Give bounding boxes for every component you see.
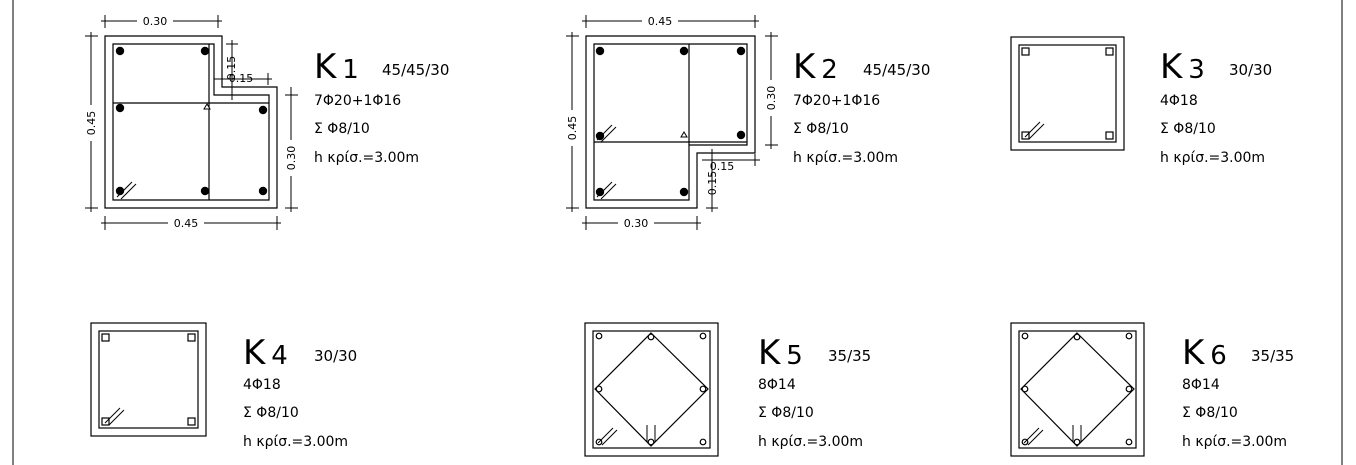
k5-stirrups: Σ Φ8/10 <box>758 405 814 421</box>
k2-dim-bottom: 0.30 <box>624 217 649 230</box>
k4-stirrups: Σ Φ8/10 <box>243 405 299 421</box>
k1-height: h κρίσ.=3.00m <box>314 150 419 166</box>
k2-dimensions: 0.45 0.30 0.45 0.30 0.15 0.15 <box>565 14 778 230</box>
k1-dim-notch-h: 0.15 <box>229 72 254 85</box>
k4-height: h κρίσ.=3.00m <box>243 434 348 450</box>
k1-dim-bottom: 0.45 <box>174 217 199 230</box>
k2-size: 45/45/30 <box>863 61 930 79</box>
k6-section <box>1010 322 1145 457</box>
k2-dim-notch-h: 0.15 <box>710 160 735 173</box>
k4-label: K <box>243 333 267 373</box>
k2-dim-right: 0.30 <box>765 86 778 111</box>
k5-label: K <box>758 333 782 373</box>
k2-dim-left: 0.45 <box>566 116 579 141</box>
k2-dim-top: 0.45 <box>648 15 673 28</box>
k2-number: 2 <box>821 55 838 85</box>
k4-bars: 4Φ18 <box>243 377 281 393</box>
k2-stirrups: Σ Φ8/10 <box>793 121 849 137</box>
k2-dim-notch-v: 0.15 <box>706 171 719 196</box>
k3-number: 3 <box>1188 55 1205 85</box>
k5-size: 35/35 <box>828 347 871 365</box>
k3-size: 30/30 <box>1229 61 1272 79</box>
k5-height: h κρίσ.=3.00m <box>758 434 863 450</box>
k2-label: K <box>793 47 817 87</box>
k1-section <box>104 35 278 209</box>
svg-text:K2: K2 <box>793 47 838 87</box>
svg-text:K1: K1 <box>314 47 359 87</box>
k6-number: 6 <box>1210 341 1227 371</box>
k6-height: h κρίσ.=3.00m <box>1182 434 1287 450</box>
k1-stirrups: Σ Φ8/10 <box>314 121 370 137</box>
k3-section <box>1010 36 1125 151</box>
k3-bars: 4Φ18 <box>1160 93 1198 109</box>
k3-height: h κρίσ.=3.00m <box>1160 150 1265 166</box>
k1-number: 1 <box>342 55 359 85</box>
k5-section <box>584 322 719 457</box>
column-k1: 0.30 0.45 0.45 0.30 0.15 0.15 K <box>84 14 449 230</box>
k5-bars: 8Φ14 <box>758 377 796 393</box>
k6-stirrups: Σ Φ8/10 <box>1182 405 1238 421</box>
k1-bars: 7Φ20+1Φ16 <box>314 93 401 109</box>
k2-height: h κρίσ.=3.00m <box>793 150 898 166</box>
svg-text:K5: K5 <box>758 333 803 373</box>
svg-text:K6: K6 <box>1182 333 1227 373</box>
k6-size: 35/35 <box>1251 347 1294 365</box>
k1-dim-notch-v: 0.15 <box>225 56 238 81</box>
svg-text:K3: K3 <box>1160 47 1205 87</box>
svg-text:K4: K4 <box>243 333 288 373</box>
k3-label: K <box>1160 47 1184 87</box>
k1-label: K <box>314 47 338 87</box>
k5-number: 5 <box>786 341 803 371</box>
k6-bars: 8Φ14 <box>1182 377 1220 393</box>
k1-size: 45/45/30 <box>382 61 449 79</box>
k4-section <box>90 322 207 437</box>
k1-dim-right: 0.30 <box>285 146 298 171</box>
k2-bars: 7Φ20+1Φ16 <box>793 93 880 109</box>
k4-number: 4 <box>271 341 288 371</box>
k6-label: K <box>1182 333 1206 373</box>
k1-dim-top: 0.30 <box>143 15 168 28</box>
k3-stirrups: Σ Φ8/10 <box>1160 121 1216 137</box>
k1-dim-left: 0.45 <box>85 111 98 136</box>
k2-section <box>585 35 756 209</box>
k4-size: 30/30 <box>314 347 357 365</box>
k1-dimensions: 0.30 0.45 0.45 0.30 0.15 0.15 <box>84 14 298 230</box>
